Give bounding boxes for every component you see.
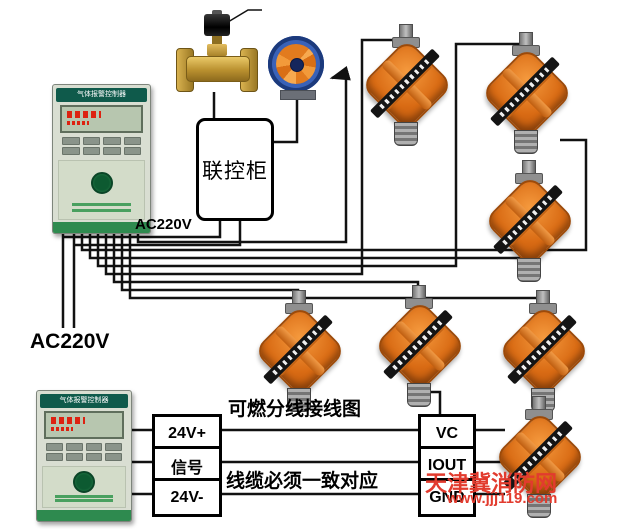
valve-stem	[212, 36, 222, 44]
led-readout-small	[51, 427, 73, 431]
key-button	[46, 443, 63, 451]
ac220v-cabinet-label: AC220V	[135, 216, 192, 233]
gas-detector-1	[355, 22, 455, 146]
diagram-title: 可燃分线接线图	[228, 399, 362, 420]
controller-display	[60, 105, 143, 133]
gas-detector-7	[488, 394, 588, 518]
watermark-site-name: 天津冀消防网	[425, 471, 558, 496]
valve-coil	[204, 14, 230, 36]
watermark-url: www.jjj119.com	[447, 490, 558, 507]
controller-title: 气体报警控制器	[40, 394, 128, 408]
key-button	[82, 147, 100, 155]
fan-hub	[290, 58, 304, 72]
cabinet-label: 联控柜	[202, 159, 268, 183]
valve-body	[186, 56, 250, 82]
panel-text-line	[55, 499, 113, 503]
key-button	[62, 137, 80, 145]
gas-detector-2	[475, 30, 575, 154]
panel-text-line	[71, 203, 132, 207]
controller-keypad	[62, 137, 141, 155]
gas-detector-3	[478, 158, 578, 282]
panel-text-line	[71, 209, 132, 213]
led-readout	[51, 417, 85, 424]
controller-footer-strip	[37, 510, 131, 521]
gas-detector-4	[248, 288, 348, 412]
controller-footer-strip	[53, 222, 150, 233]
gas-alarm-controller-2: 气体报警控制器	[36, 390, 132, 522]
valve-coil-cap	[212, 10, 222, 16]
gas-alarm-controller-1: 气体报警控制器	[52, 84, 151, 234]
key-button	[46, 453, 63, 461]
sensor-head	[394, 122, 418, 146]
key-button	[82, 137, 100, 145]
brand-logo	[73, 471, 95, 494]
terminal-gnd: GND	[418, 478, 476, 517]
key-button	[65, 443, 83, 451]
key-button	[65, 453, 83, 461]
exhaust-fan	[266, 36, 328, 100]
key-button	[85, 443, 103, 451]
valve-bonnet	[207, 44, 227, 56]
gas-detector-5	[368, 283, 468, 407]
brand-logo	[90, 172, 113, 195]
cable-note: 线缆必须一致对应	[226, 471, 379, 492]
fan-base	[280, 90, 316, 100]
sensor-head	[287, 388, 311, 412]
sensor-head	[517, 258, 541, 282]
led-readout	[67, 111, 101, 118]
controller-front-panel	[58, 160, 145, 220]
sensor-head	[527, 494, 551, 518]
panel-text-line	[55, 495, 113, 499]
key-button	[85, 453, 103, 461]
solenoid-valve	[176, 10, 262, 104]
sensor-head	[407, 383, 431, 407]
linkage-control-cabinet: 联控柜	[196, 118, 274, 221]
terminal-24v-minus: 24V-	[152, 478, 222, 517]
controller-front-panel	[42, 466, 126, 508]
controller-keypad	[46, 443, 122, 461]
key-button	[62, 147, 80, 155]
controller-title: 气体报警控制器	[56, 88, 147, 102]
controller-display	[44, 411, 124, 439]
led-readout-small	[67, 121, 89, 125]
key-button	[105, 453, 122, 461]
key-button	[103, 147, 121, 155]
key-button	[105, 443, 122, 451]
key-button	[123, 147, 141, 155]
sensor-head	[514, 130, 538, 154]
key-button	[123, 137, 141, 145]
ac220v-main-label: AC220V	[30, 330, 110, 353]
key-button	[103, 137, 121, 145]
